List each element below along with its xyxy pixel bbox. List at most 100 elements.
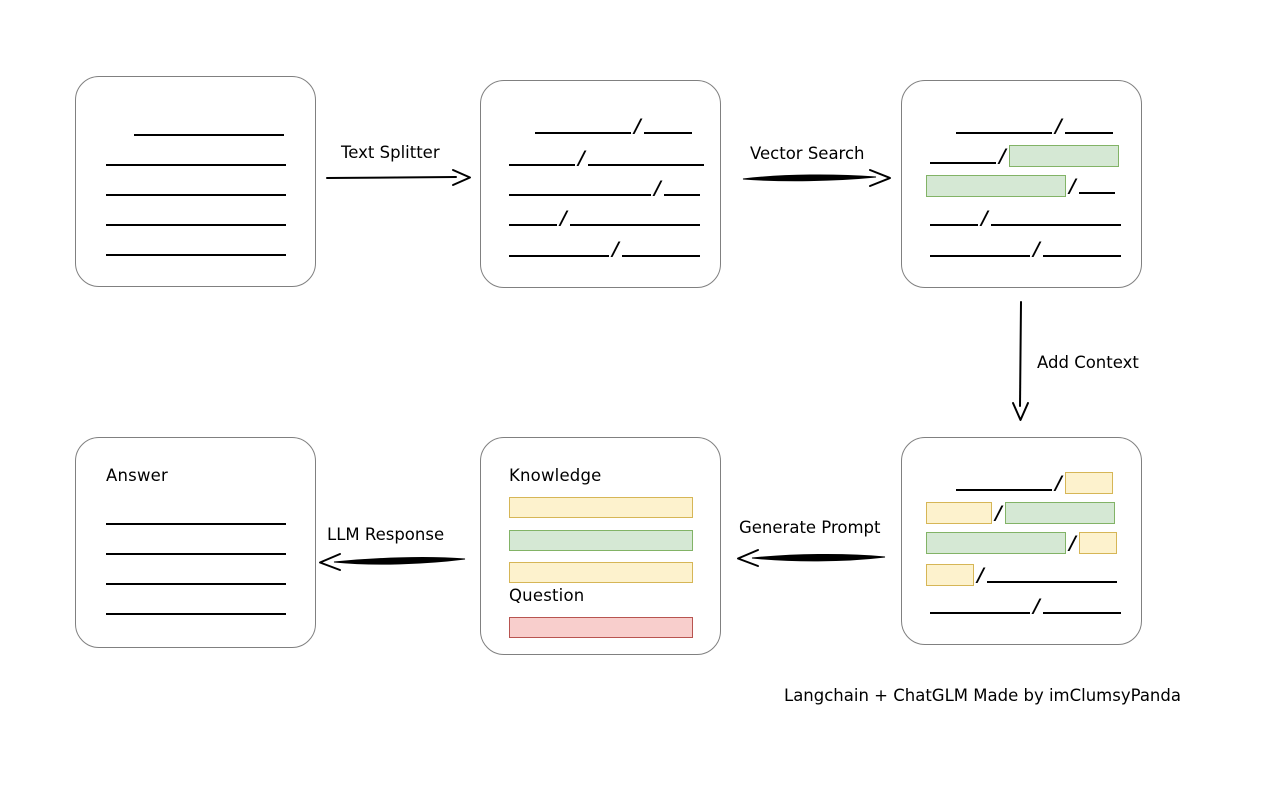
context-chunk-highlight bbox=[1078, 532, 1117, 554]
chunk-row: / bbox=[930, 207, 1121, 229]
context-chunk-highlight bbox=[926, 564, 974, 586]
text-line bbox=[930, 162, 996, 164]
text-line bbox=[106, 613, 286, 615]
chunk-row: / bbox=[509, 207, 700, 229]
text-line bbox=[106, 194, 286, 196]
doc-row bbox=[106, 237, 286, 259]
text-line bbox=[587, 164, 704, 166]
edge-label-vector-search: Vector Search bbox=[750, 144, 865, 163]
text-line bbox=[930, 255, 1030, 257]
doc-row bbox=[106, 207, 286, 229]
chunk-row: / bbox=[509, 147, 704, 169]
edge-label-llm-response: LLM Response bbox=[327, 525, 445, 544]
answer-row bbox=[106, 506, 286, 528]
text-line bbox=[106, 254, 286, 256]
retrieved-chunk-highlight bbox=[1004, 502, 1115, 524]
retrieved-chunk-highlight bbox=[1008, 145, 1119, 167]
text-line bbox=[106, 523, 286, 525]
edge-llm-response bbox=[319, 553, 466, 571]
text-line bbox=[956, 489, 1052, 491]
slash-separator: / bbox=[560, 206, 567, 229]
context-chunk-highlight bbox=[926, 502, 992, 524]
chunk-row: / bbox=[930, 238, 1121, 260]
text-line bbox=[535, 132, 631, 134]
text-line bbox=[569, 224, 700, 226]
answer-label: Answer bbox=[106, 466, 168, 485]
text-line bbox=[930, 612, 1030, 614]
text-line bbox=[1042, 612, 1121, 614]
slash-separator: / bbox=[1069, 174, 1076, 197]
slash-separator: / bbox=[1033, 237, 1040, 260]
chunk-row: / bbox=[926, 532, 1117, 554]
slash-separator: / bbox=[578, 146, 585, 169]
text-line bbox=[986, 581, 1117, 583]
text-line bbox=[106, 164, 286, 166]
slash-separator: / bbox=[612, 237, 619, 260]
answer-row bbox=[106, 566, 286, 588]
chunk-row: / bbox=[930, 595, 1121, 617]
edge-add-context bbox=[1012, 301, 1029, 421]
doc-row bbox=[106, 147, 286, 169]
chunk-row: / bbox=[956, 115, 1113, 137]
chunk-row: / bbox=[509, 177, 700, 199]
slash-separator: / bbox=[1055, 471, 1062, 494]
chunk-row: / bbox=[956, 472, 1113, 494]
text-line bbox=[509, 194, 651, 196]
doc-row bbox=[106, 177, 286, 199]
text-line bbox=[106, 583, 286, 585]
chunk-row: / bbox=[509, 238, 700, 260]
slash-separator: / bbox=[1069, 531, 1076, 554]
text-line bbox=[106, 553, 286, 555]
slash-separator: / bbox=[654, 176, 661, 199]
doc-row bbox=[134, 117, 284, 139]
text-line bbox=[134, 134, 284, 136]
edge-vector-search bbox=[742, 169, 891, 187]
edge-label-text-splitter: Text Splitter bbox=[341, 143, 440, 162]
text-line bbox=[956, 132, 1052, 134]
slash-separator: / bbox=[981, 206, 988, 229]
chunk-row: / bbox=[926, 175, 1115, 197]
context-chunk-highlight bbox=[1064, 472, 1113, 494]
slash-separator: / bbox=[634, 114, 641, 137]
text-line bbox=[509, 224, 557, 226]
footer-credit: Langchain + ChatGLM Made by imClumsyPand… bbox=[784, 686, 1181, 705]
answer-row bbox=[106, 596, 286, 618]
node-prompt[interactable]: Knowledge Question bbox=[480, 437, 721, 655]
slash-separator: / bbox=[977, 563, 984, 586]
text-line bbox=[106, 224, 286, 226]
question-bar bbox=[509, 617, 693, 638]
slash-separator: / bbox=[995, 501, 1002, 524]
edge-label-add-context: Add Context bbox=[1037, 353, 1139, 372]
node-answer[interactable]: Answer bbox=[75, 437, 316, 648]
slash-separator: / bbox=[999, 144, 1006, 167]
node-source-document[interactable] bbox=[75, 76, 316, 287]
answer-row bbox=[106, 536, 286, 558]
knowledge-bar bbox=[509, 497, 693, 518]
node-context-augmented-chunks[interactable]: / / / / / bbox=[901, 437, 1142, 645]
node-split-chunks[interactable]: / / / / / bbox=[480, 80, 721, 288]
text-line bbox=[1064, 132, 1113, 134]
text-line bbox=[1042, 255, 1121, 257]
text-line bbox=[621, 255, 700, 257]
text-line bbox=[509, 255, 609, 257]
chunk-row: / bbox=[926, 564, 1117, 586]
knowledge-label: Knowledge bbox=[509, 466, 602, 485]
retrieved-chunk-highlight bbox=[926, 175, 1066, 197]
edge-text-splitter bbox=[326, 169, 471, 186]
chunk-row: / bbox=[926, 502, 1115, 524]
chunk-row: / bbox=[930, 145, 1119, 167]
question-label: Question bbox=[509, 586, 585, 605]
edge-generate-prompt bbox=[737, 549, 886, 567]
retrieved-chunk-highlight bbox=[926, 532, 1066, 554]
edge-label-generate-prompt: Generate Prompt bbox=[739, 518, 881, 537]
text-line bbox=[643, 132, 692, 134]
text-line bbox=[509, 164, 575, 166]
knowledge-bar bbox=[509, 530, 693, 551]
node-vector-matched-chunks[interactable]: / / / / / bbox=[901, 80, 1142, 288]
text-line bbox=[930, 224, 978, 226]
slash-separator: / bbox=[1033, 594, 1040, 617]
slash-separator: / bbox=[1055, 114, 1062, 137]
knowledge-bar bbox=[509, 562, 693, 583]
text-line bbox=[1078, 192, 1115, 194]
